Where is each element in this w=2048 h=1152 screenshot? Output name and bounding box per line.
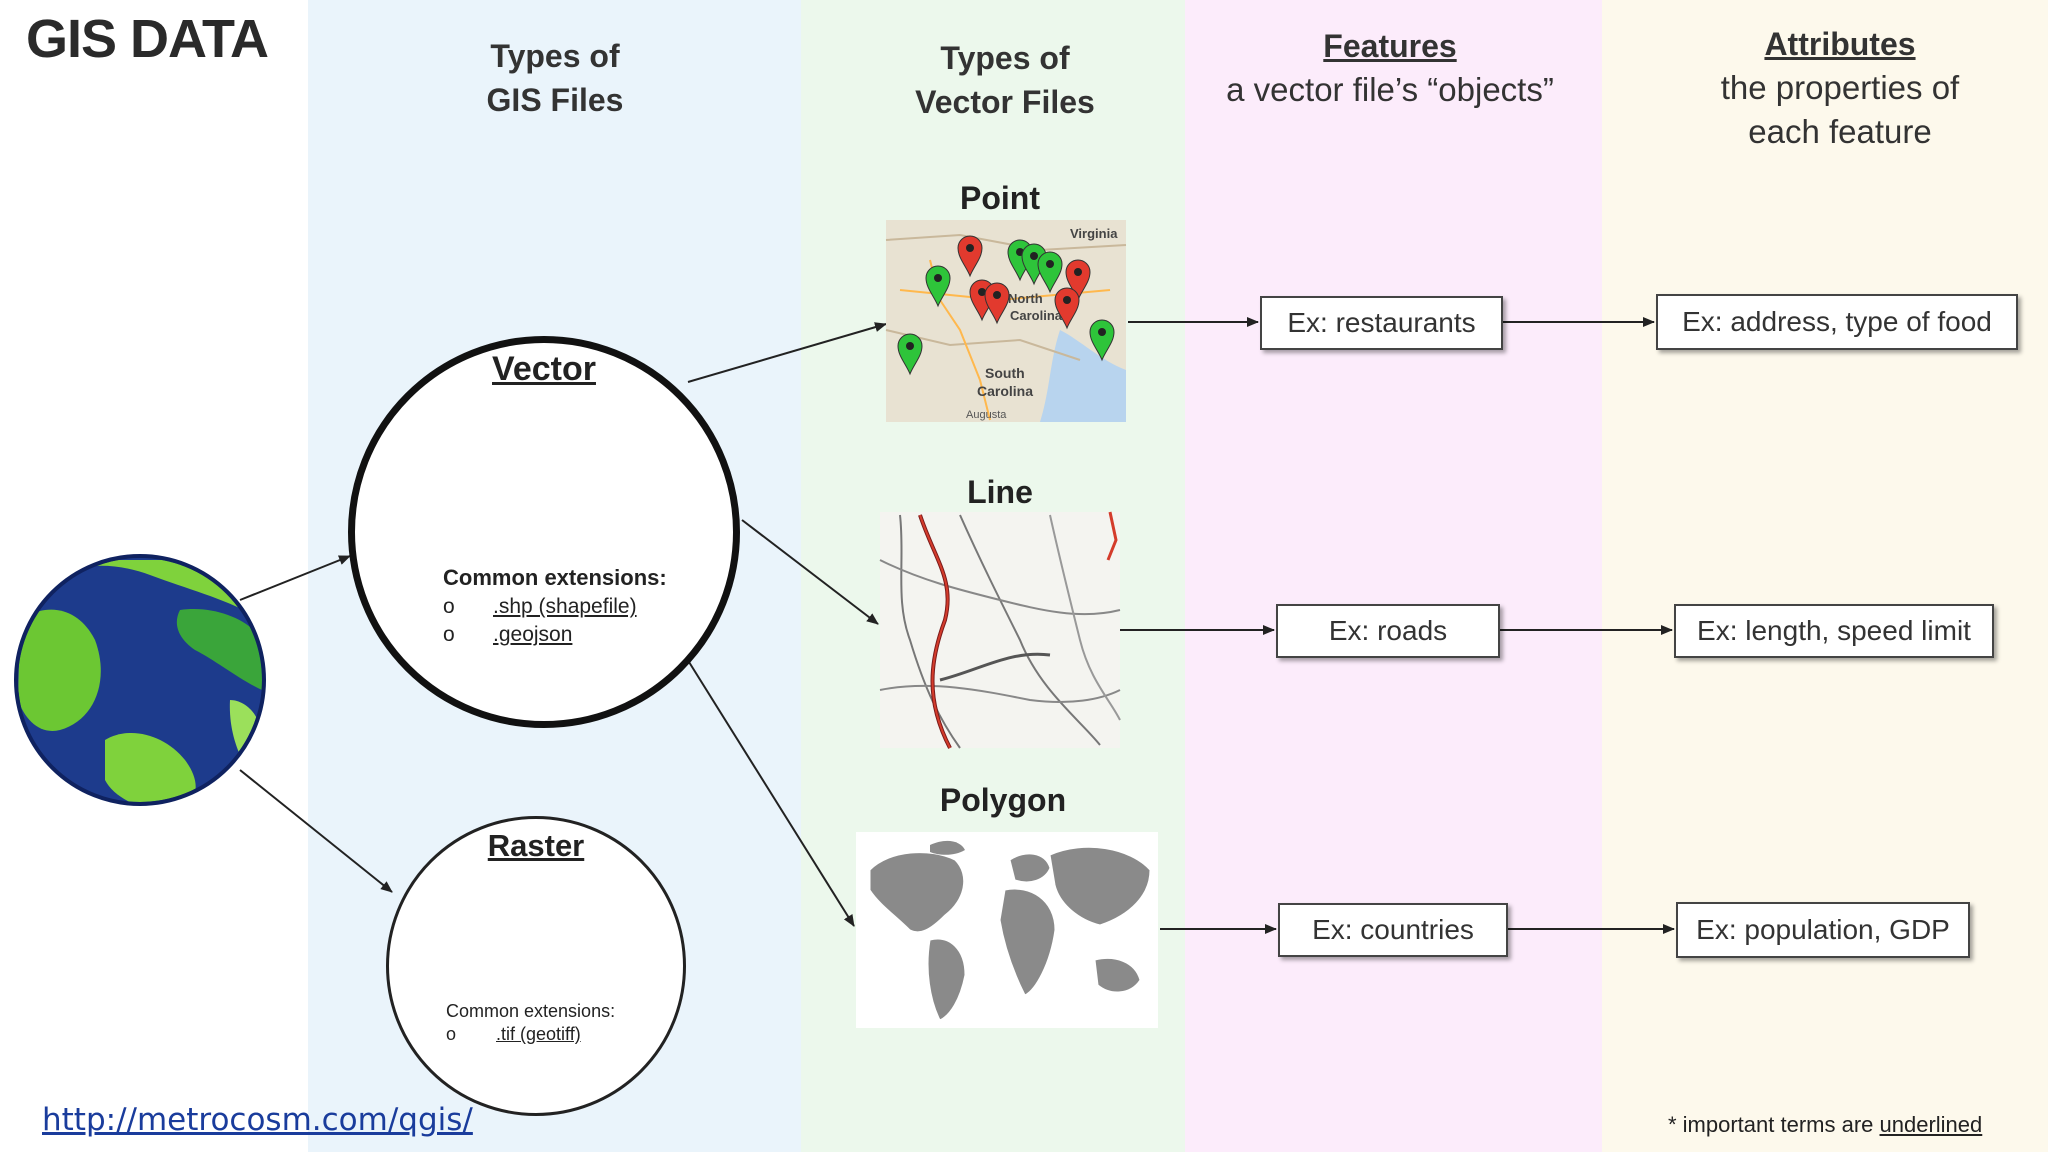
vector-extensions: Common extensions: o .shp (shapefile) o .g… — [443, 565, 743, 647]
vector-type-point-label: Point — [960, 180, 1040, 216]
raster-extensions: Common extensions: o .tif (geotiff) — [446, 1001, 686, 1045]
map-pins — [897, 235, 1115, 376]
line-map-icon — [879, 511, 1121, 749]
map-label-virginia: Virginia — [1070, 226, 1118, 241]
vector-extension-item: o .geojson — [443, 623, 743, 647]
vector-files-heading: Types of Vector Files — [860, 36, 1150, 124]
raster-circle — [386, 816, 686, 1116]
map-pin-icon — [1065, 259, 1091, 302]
raster-title: Raster — [487, 828, 585, 863]
vector-extension-geojson: .geojson — [493, 623, 573, 646]
feature-box-roads: Ex: roads — [1276, 604, 1500, 658]
source-link[interactable]: http://metrocosm.com/qgis/ — [42, 1102, 473, 1138]
gis-files-heading-line2: GIS Files — [486, 82, 624, 118]
map-pin-icon — [1054, 287, 1080, 330]
map-pin-icon — [1089, 319, 1115, 362]
feature-box-countries: Ex: countries — [1278, 903, 1508, 957]
map-pin-dot — [1074, 268, 1082, 276]
attributes-heading-subtitle-line2: each feature — [1748, 113, 1932, 150]
map-pin-dot — [934, 274, 942, 282]
map-pin-icon — [925, 265, 951, 308]
map-label-carolina-north: Carolina — [1010, 308, 1063, 323]
attributes-column-band — [1602, 0, 2048, 1152]
vector-title: Vector — [492, 350, 596, 388]
vector-extension-shp: .shp (shapefile) — [493, 595, 637, 618]
features-column-band — [1185, 0, 1602, 1152]
vector-type-polygon-label: Polygon — [939, 782, 1067, 818]
vector-files-heading-line1: Types of — [940, 40, 1070, 76]
footnote-prefix: * important terms are — [1668, 1112, 1880, 1137]
map-pin-dot — [1030, 252, 1038, 260]
polygon-map-icon — [856, 832, 1158, 1028]
map-label-carolina-south: Carolina — [977, 383, 1033, 399]
footnote-emphasis: underlined — [1879, 1112, 1983, 1137]
attribute-box-countries: Ex: population, GDP — [1676, 902, 1970, 958]
map-label-south: South — [985, 365, 1025, 381]
map-pin-dot — [993, 291, 1001, 299]
map-pin-dot — [978, 288, 986, 296]
map-pin-dot — [906, 342, 914, 350]
features-heading-subtitle: a vector file’s “objects” — [1226, 71, 1554, 108]
raster-extension-bullet: o — [446, 1024, 457, 1044]
page-title: GIS DATA — [26, 9, 269, 69]
gis-files-heading-line1: Types of — [490, 38, 620, 74]
map-pin-icon — [984, 282, 1010, 325]
features-heading: Features a vector file’s “objects” — [1190, 24, 1590, 112]
attributes-heading-subtitle-line1: the properties of — [1720, 69, 1960, 106]
attributes-heading-title: Attributes — [1764, 26, 1916, 62]
attribute-box-roads: Ex: length, speed limit — [1674, 604, 1994, 658]
raster-extensions-heading: Common extensions: — [446, 1001, 616, 1021]
vector-extension-bullet: o — [443, 623, 455, 646]
raster-extension-tif: .tif (geotiff) — [496, 1024, 581, 1044]
map-pin-dot — [966, 244, 974, 252]
map-label-augusta: Augusta — [966, 409, 1007, 421]
map-pin-dot — [1046, 260, 1054, 268]
map-pin-icon — [957, 235, 983, 278]
vector-type-line-label: Line — [967, 474, 1033, 510]
attribute-box-restaurants: Ex: address, type of food — [1656, 294, 2018, 350]
vector-files-heading-line2: Vector Files — [915, 84, 1095, 120]
map-pin-dot — [1063, 296, 1071, 304]
footnote: * important terms are underlined — [1668, 1112, 1982, 1138]
map-label-north: North — [1008, 291, 1043, 306]
raster-extension-item: o .tif (geotiff) — [446, 1024, 686, 1045]
map-pin-dot — [1098, 328, 1106, 336]
point-map-icon: Virginia North Carolina South Carolina A… — [885, 220, 1127, 422]
vector-extensions-heading: Common extensions: — [443, 565, 667, 590]
map-pin-icon — [897, 333, 923, 376]
vector-circle — [348, 336, 740, 728]
attributes-heading: Attributes the properties of each featur… — [1640, 22, 2040, 154]
vector-extension-item: o .shp (shapefile) — [443, 595, 743, 619]
features-heading-title: Features — [1323, 28, 1457, 64]
gis-files-heading: Types of GIS Files — [430, 34, 680, 122]
vector-extension-bullet: o — [443, 595, 455, 618]
map-pin-icon — [1037, 251, 1063, 294]
feature-box-restaurants: Ex: restaurants — [1260, 296, 1503, 350]
globe-icon — [14, 554, 266, 806]
